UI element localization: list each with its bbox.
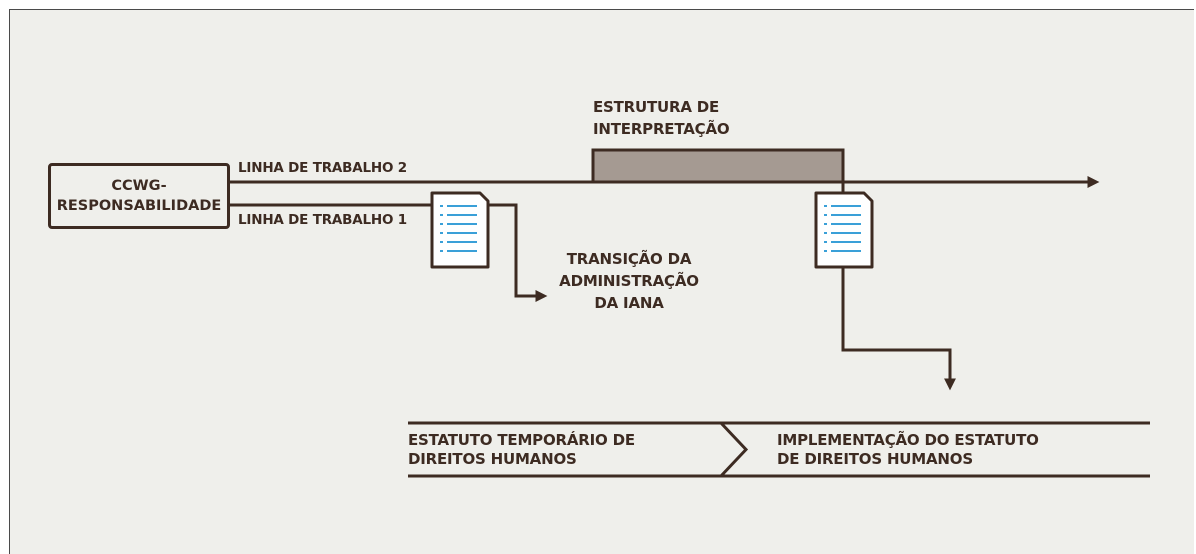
- diagram-frame: [9, 9, 1194, 554]
- document-icon: [814, 191, 874, 269]
- interim-phase-label: ESTATUTO TEMPORÁRIO DE DIREITOS HUMANOS: [408, 431, 635, 468]
- iana-transition-label: TRANSIÇÃO DA ADMINISTRAÇÃO DA IANA: [559, 250, 699, 312]
- origin-label: CCWG- RESPONSABILIDADE: [56, 178, 222, 214]
- origin-box: CCWG- RESPONSABILIDADE: [48, 163, 230, 229]
- workstream-1-label: LINHA DE TRABALHO 1: [238, 212, 407, 228]
- workstream-1-line: [229, 203, 548, 302]
- document-icon: [430, 191, 490, 269]
- implementation-phase-label: IMPLEMENTAÇÃO DO ESTATUTO DE DIREITOS HU…: [777, 431, 1039, 468]
- interpretation-label: ESTRUTURA DE INTERPRETAÇÃO: [593, 98, 730, 138]
- workstream-2-label: LINHA DE TRABALHO 2: [238, 160, 407, 176]
- chevron-right-icon: [719, 421, 749, 478]
- interpretation-bar: [591, 148, 845, 184]
